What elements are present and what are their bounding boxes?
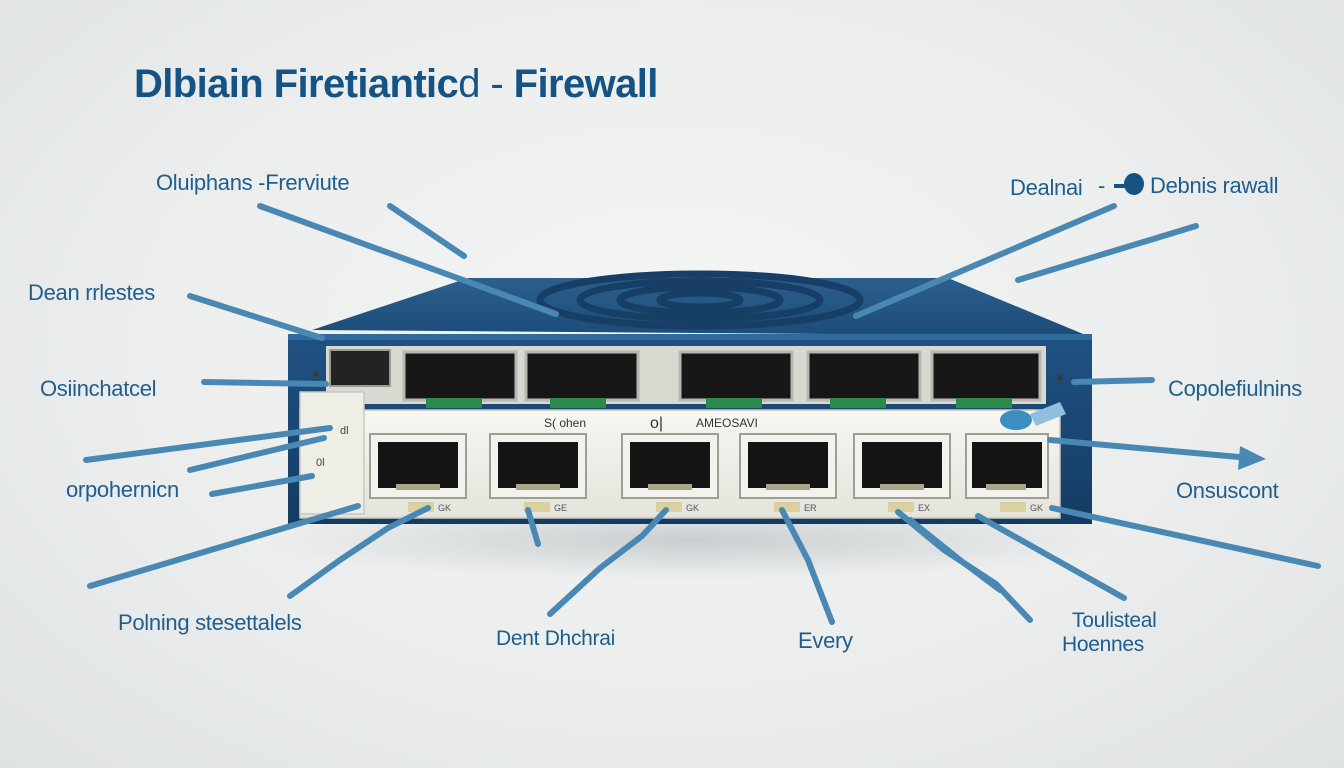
faceplate-text-1: S( ohen [544, 416, 586, 430]
port-tag: GK [1030, 503, 1043, 513]
label-bottom-left: Polning stesettalels [118, 610, 302, 635]
upper-ethernet-port [524, 350, 640, 402]
lower-ethernet-port [369, 433, 467, 499]
label-bottom-right-2: Hoennes [1062, 633, 1144, 656]
side-text: dl [340, 425, 349, 437]
upper-ethernet-port [806, 350, 922, 402]
chassis-edge-highlight [288, 334, 1092, 340]
port-tag: GK [438, 503, 451, 513]
callout-line [83, 425, 333, 463]
callout-line [975, 513, 1127, 601]
pcb-strip [706, 398, 762, 408]
label-top-left: Oluiphans -Frerviute [156, 170, 350, 195]
callout-line [187, 293, 325, 341]
callout-line [1015, 223, 1199, 283]
label-right-2: Onsuscont [1176, 478, 1279, 503]
arrow-head-icon [1238, 446, 1266, 470]
callout-line [1071, 377, 1155, 385]
pcb-strip [426, 398, 482, 408]
chassis-side-tabs [313, 371, 1063, 381]
pcb-strip [956, 398, 1012, 408]
lower-ethernet-port [621, 433, 719, 499]
port-tag: GK [686, 503, 699, 513]
callout-line [1049, 505, 1321, 569]
console-port [329, 349, 391, 387]
top-right-marker-icon [1114, 173, 1144, 195]
upper-ports [329, 349, 1042, 408]
callout-line [87, 503, 361, 589]
callout-line [779, 507, 835, 625]
label-right-1: Copolefiulnins [1168, 376, 1302, 401]
label-bottom-right-1: Toulisteal [1072, 609, 1157, 632]
callout-line [853, 203, 1117, 319]
callout-arrow-line [1047, 437, 1253, 461]
callout-line [287, 505, 431, 599]
pcb-strip [830, 398, 886, 408]
side-text-2: 0l [316, 457, 325, 469]
callout-line [907, 517, 1003, 593]
faceplate-text-2: AMEOSAVI [696, 416, 758, 430]
callout-cables [83, 203, 1321, 625]
label-top-right-b: Debnis rawall [1150, 173, 1279, 198]
faceplate-side-panel [299, 391, 365, 515]
lower-ports [369, 433, 1049, 499]
diagram-title: Dlbiain Firetianticd - Firewall [134, 62, 658, 107]
upper-ethernet-port [678, 350, 794, 402]
callout-line [201, 379, 329, 387]
callout-line [209, 473, 315, 497]
callout-line [257, 203, 559, 317]
lower-ethernet-port [853, 433, 951, 499]
label-bottom-mid: Every [798, 628, 853, 653]
port-tag: ER [804, 503, 817, 513]
lower-ethernet-port [739, 433, 837, 499]
pcb-strip [550, 398, 606, 408]
lower-ethernet-port [965, 433, 1049, 499]
callout-line [387, 203, 467, 259]
title-main: Dlbiain Firetiantic [134, 62, 459, 106]
label-top-right-a: Dealnai [1010, 175, 1083, 200]
right-knob-icon [1000, 402, 1066, 430]
title-separator: d - [458, 62, 514, 106]
title-tail: Firewall [513, 62, 659, 106]
faceplate-logo: o| [650, 415, 663, 432]
label-top-right-sep: - [1098, 173, 1106, 198]
fan-grille-icon [536, 270, 864, 330]
port-tag: EX [918, 503, 930, 513]
port-tag: GE [554, 503, 567, 513]
label-left-3: orpohernicn [66, 477, 179, 502]
label-left-2: Osiinchatcel [40, 376, 157, 401]
label-bottom-center: Dent Dhchrai [496, 627, 615, 650]
upper-ethernet-port [930, 350, 1042, 402]
lower-ethernet-port [489, 433, 587, 499]
label-left-1: Dean rrlestes [28, 280, 155, 305]
callout-line [525, 507, 541, 547]
callout-line [187, 435, 327, 473]
upper-ethernet-port [402, 350, 518, 402]
callout-line [547, 507, 669, 617]
port-tags: GK GE GK ER EX GK [408, 502, 1043, 513]
